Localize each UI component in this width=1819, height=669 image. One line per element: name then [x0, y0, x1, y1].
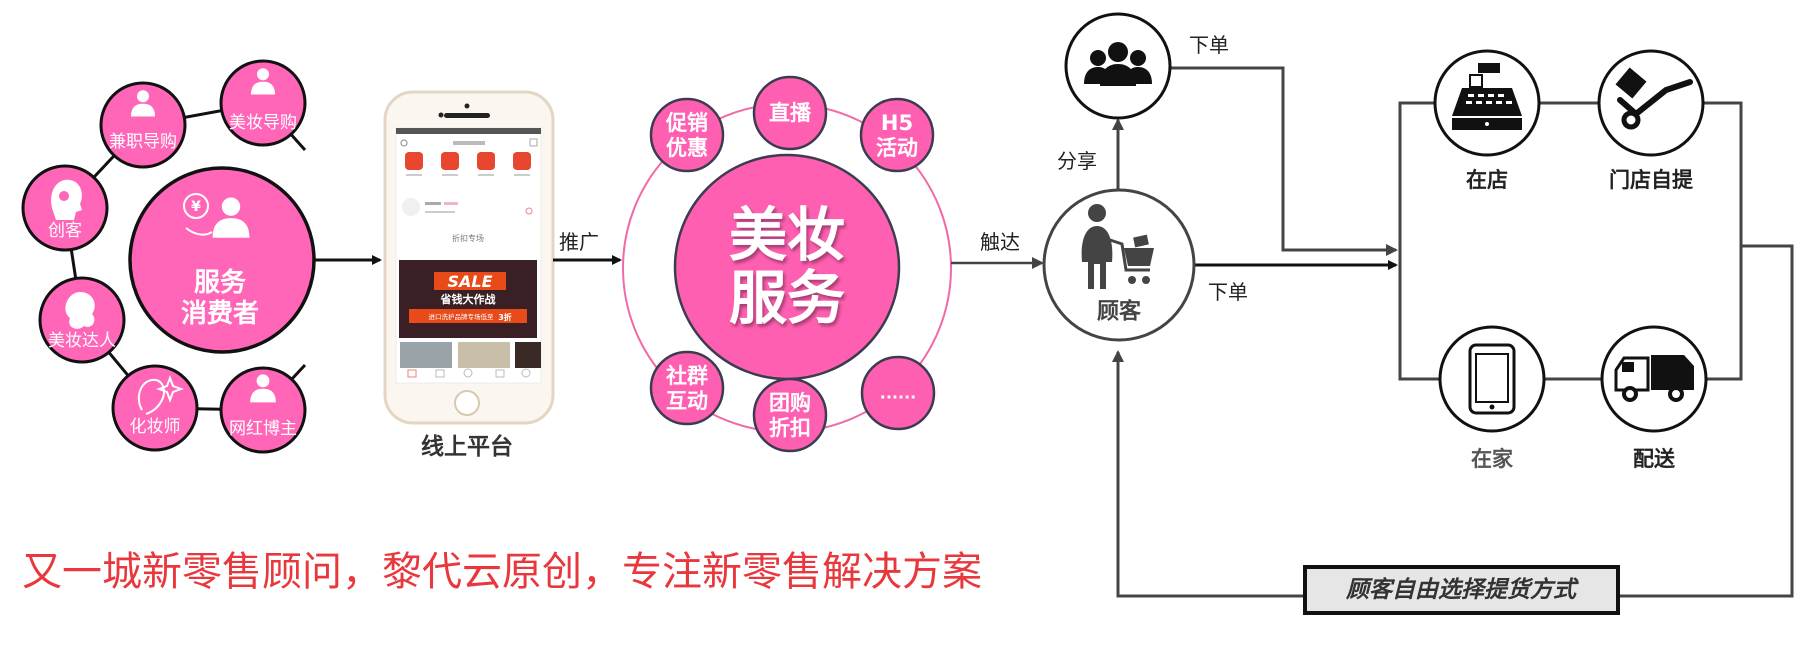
service-woman-icon: ¥ [183, 193, 250, 238]
reach-label: 触达 [980, 230, 1020, 254]
channel-community[interactable]: 社群 互动 [649, 350, 725, 426]
role-beauty-influencer[interactable]: 美妆达人 [38, 276, 126, 364]
hub-title-line-2: 服务 [729, 264, 845, 332]
role-makeup-artist[interactable]: 化妆师 [111, 364, 199, 452]
role-part-time-guide[interactable]: 兼职导购 [99, 81, 187, 169]
role-beauty-guide[interactable]: 美妆导购 [219, 59, 307, 147]
channel-promotion[interactable]: 促销 优惠 [649, 97, 725, 173]
shortcut-captions [406, 174, 530, 176]
avatar [402, 198, 420, 216]
pickup-choice-box: 顾客自由选择提货方式 [1303, 565, 1620, 615]
svg-text:活动: 活动 [876, 136, 918, 160]
option-label-delivery: 配送 [1633, 447, 1676, 471]
social-share-group[interactable] [1064, 12, 1172, 120]
service-consumer-hub[interactable]: ¥ 服务 消费者 [128, 166, 316, 354]
online-platform-phone[interactable]: 折扣专场 SALE 省钱大作战 进口洗护品牌专场低至 3折 [383, 90, 555, 425]
role-label: 兼职导购 [109, 132, 177, 152]
role-internet-celebrity[interactable]: 网红博主 [219, 366, 307, 454]
hub-title-line-2: 消费者 [181, 299, 259, 329]
role-label: 美妆达人 [48, 331, 116, 351]
role-label: 化妆师 [130, 417, 181, 437]
flow-lines [1112, 66, 1794, 598]
section-title: 折扣专场 [452, 233, 484, 243]
role-label: 网红博主 [229, 419, 297, 439]
face-sparkle-icon [137, 375, 184, 415]
svg-text:优惠: 优惠 [666, 136, 708, 160]
option-store-pickup[interactable] [1597, 49, 1705, 157]
svg-text:SALE: SALE [447, 272, 492, 291]
platform-label: 线上平台 [421, 433, 513, 460]
svg-text:......: ...... [880, 384, 916, 403]
message-icon[interactable] [525, 207, 533, 215]
channel-more[interactable]: ...... [860, 355, 936, 431]
option-delivery[interactable] [1600, 325, 1708, 433]
svg-text:折扣: 折扣 [769, 416, 811, 440]
hub-title-line-1: 服务 [194, 268, 246, 298]
hand-truck-icon [1615, 67, 1693, 130]
option-label-store-pickup: 门店自提 [1609, 168, 1694, 192]
cash-register-icon [1452, 63, 1522, 130]
svg-text:省钱大作战: 省钱大作战 [440, 292, 496, 306]
role-label: 美妆导购 [229, 113, 297, 133]
woman-hair-icon [65, 292, 95, 329]
svg-text:互动: 互动 [666, 389, 708, 413]
scan-icon[interactable] [529, 138, 538, 147]
share-label: 分享 [1057, 149, 1097, 173]
sale-banner[interactable]: SALE 省钱大作战 进口洗护品牌专场低至 3折 [399, 260, 537, 338]
smartphone-icon [1468, 343, 1516, 415]
hub-title-line-1: 美妆 [729, 201, 845, 269]
option-at-home[interactable] [1438, 325, 1546, 433]
svg-text:直播: 直播 [769, 101, 812, 125]
shortcut-tiles [405, 152, 531, 170]
bottom-tab-bar[interactable] [407, 368, 531, 378]
delivery-truck-icon [1614, 355, 1694, 402]
idea-head-icon [51, 179, 82, 220]
channel-group-buy[interactable]: 团购 折扣 [752, 377, 828, 453]
beauty-service-hub[interactable]: 美妆 服务 [673, 153, 901, 381]
role-maker[interactable]: 创客 [21, 164, 109, 252]
svg-text:¥: ¥ [191, 199, 201, 215]
svg-text:社群: 社群 [665, 364, 708, 388]
shopper-with-cart-icon [1081, 204, 1154, 289]
svg-text:促销: 促销 [665, 111, 708, 135]
pickup-choice-text: 顾客自由选择提货方式 [1345, 576, 1580, 603]
customer-label: 顾客 [1097, 299, 1142, 325]
svg-text:团购: 团购 [769, 391, 811, 415]
order-label-main: 下单 [1208, 280, 1248, 304]
group-people-icon [1084, 42, 1152, 86]
option-in-store[interactable] [1433, 49, 1541, 157]
role-label: 创客 [48, 221, 82, 241]
svg-text:H5: H5 [881, 111, 913, 135]
channel-live-stream[interactable]: 直播 [752, 75, 828, 151]
product-thumbnails[interactable] [400, 342, 541, 368]
svg-text:3折: 3折 [498, 312, 512, 322]
search-icon[interactable] [400, 139, 408, 147]
footer-credit: 又一城新零售顾问，黎代云原创，专注新零售解决方案 [22, 549, 982, 595]
channel-h5-activity[interactable]: H5 活动 [859, 97, 935, 173]
order-label-top: 下单 [1189, 33, 1229, 57]
app-title-placeholder [453, 141, 485, 145]
home-button[interactable] [454, 390, 480, 416]
promote-label: 推广 [559, 230, 599, 254]
option-label-in-store: 在店 [1466, 168, 1508, 192]
svg-text:进口洗护品牌专场低至: 进口洗护品牌专场低至 [429, 312, 495, 321]
option-label-at-home: 在家 [1471, 447, 1514, 471]
customer-node[interactable]: 顾客 [1042, 188, 1196, 342]
status-bar [396, 128, 541, 134]
